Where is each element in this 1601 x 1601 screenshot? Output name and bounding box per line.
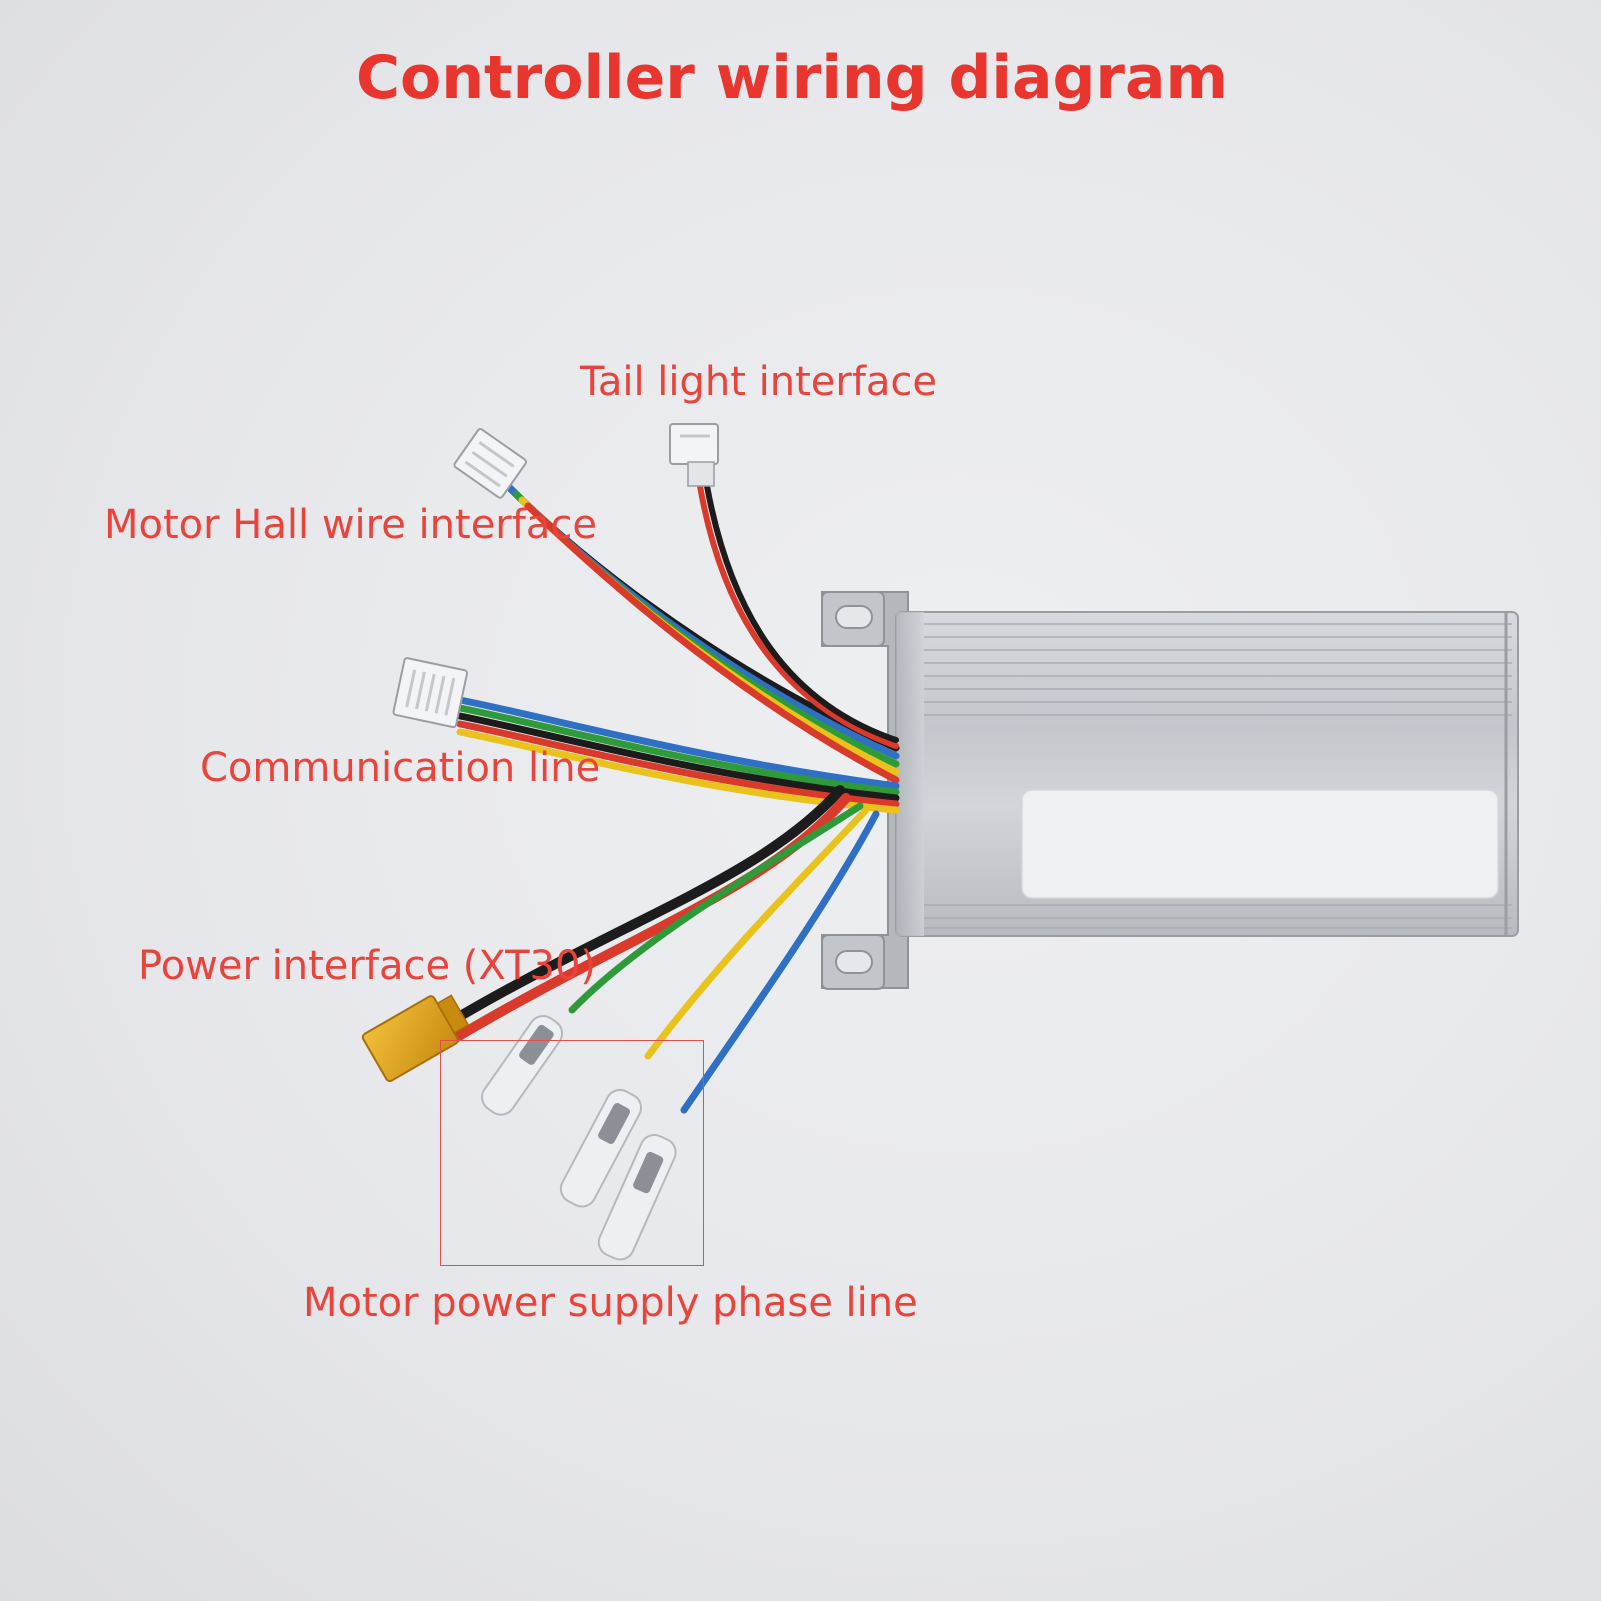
communication-connector — [392, 657, 469, 729]
phase-wires — [568, 802, 880, 1114]
diagram-title: Controller wiring diagram — [356, 43, 1229, 113]
communication-wire-bundle — [456, 696, 900, 814]
hall-connector — [453, 428, 528, 499]
power-wires — [435, 785, 851, 1045]
blank-sticker — [1021, 789, 1499, 899]
power-interface-label: Power interface (XT30) — [138, 943, 597, 989]
hall-wire-bundle — [500, 478, 900, 784]
phase-terminal-highlight-box — [440, 1040, 704, 1266]
xt30-connector — [361, 994, 470, 1083]
tail-light-connector — [669, 423, 719, 487]
controller-housing — [895, 611, 1519, 937]
phase-line-label: Motor power supply phase line — [303, 1280, 918, 1326]
motor-hall-label: Motor Hall wire interface — [104, 502, 597, 548]
tail-light-label: Tail light interface — [580, 359, 938, 405]
tail-light-wires — [697, 483, 899, 749]
communication-label: Communication line — [200, 745, 601, 791]
